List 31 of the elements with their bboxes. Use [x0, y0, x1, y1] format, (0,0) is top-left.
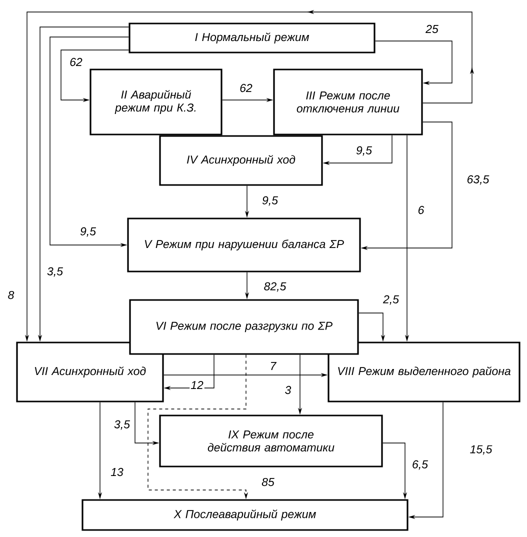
mode-box: X Послеаварийный режим [82, 499, 408, 531]
edge-label: 7 [268, 361, 278, 371]
edge-label: 3 [284, 384, 292, 396]
edge-label: 12 [190, 380, 204, 390]
mode-box: IV Асинхронный ход [159, 135, 323, 186]
edge-label: 63,5 [466, 174, 490, 186]
edge-label: 82,5 [262, 281, 288, 293]
edge-label: 25 [424, 24, 440, 34]
arrow [374, 40, 452, 86]
mode-box: VIII Режим выделенного района [328, 342, 520, 402]
mode-box: VI Режим после разгрузки по ΣP [129, 299, 359, 355]
mode-box: III Режим после отключения линии [273, 68, 423, 136]
edge-label: 6 [416, 204, 426, 216]
mode-box: I Нормальный режим [128, 22, 376, 54]
mode-box: VII Асинхронный ход [16, 342, 164, 402]
edge-label: 3,5 [46, 266, 64, 278]
edge-label: 15,5 [468, 444, 494, 456]
edge-label: 62 [238, 82, 254, 94]
edge-label: 3,5 [113, 419, 131, 431]
edge-label: 2,5 [382, 294, 400, 306]
mode-box: V Режим при нарушении баланса ΣP [127, 218, 361, 272]
edge-label: 6,5 [411, 459, 429, 471]
edge-label: 9,5 [261, 195, 279, 207]
edge-label: 85 [260, 476, 276, 488]
mode-box: IX Режим после действия автоматики [159, 414, 383, 468]
mode-box: II Аварийный режим при К.З. [90, 68, 222, 136]
edge-label: 9,5 [79, 226, 97, 238]
edge-label: 62 [68, 56, 84, 68]
edge-label: 8 [6, 290, 16, 300]
edge-label: 9,5 [355, 145, 373, 157]
edge-label: 13 [110, 466, 124, 478]
